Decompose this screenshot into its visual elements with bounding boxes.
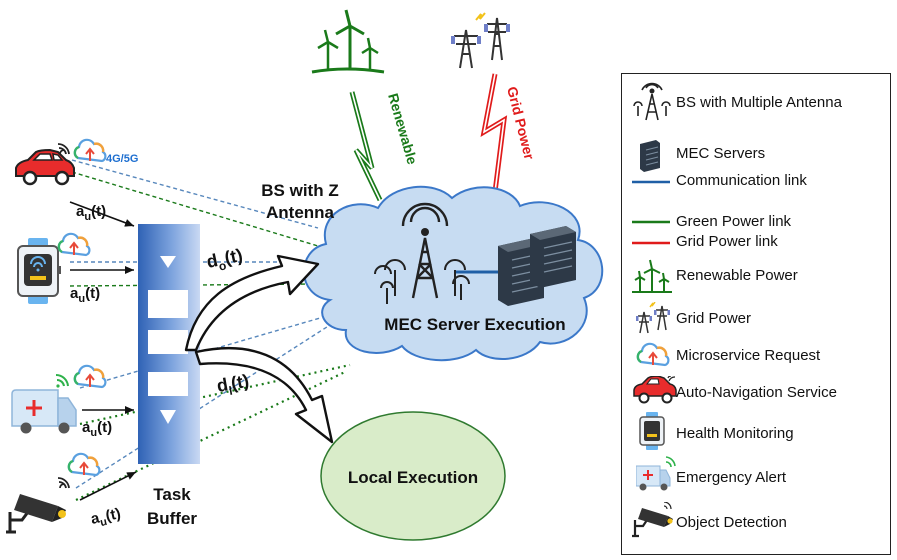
antenna-title-line2: Antenna: [266, 203, 335, 222]
svg-text:dl(t): dl(t): [215, 371, 251, 400]
local-arrow: [194, 346, 334, 444]
cloud-label: MEC Server Execution: [384, 315, 565, 334]
windmill-icon: [632, 259, 672, 293]
legend-label-ambulance: Emergency Alert: [676, 469, 787, 486]
arrival-label-watch: au(t): [70, 285, 100, 305]
svg-text:au(t): au(t): [76, 203, 106, 223]
local-execution-ellipse: [320, 411, 506, 541]
legend-label-green: Green Power link: [676, 213, 792, 230]
grid-power-link: [480, 73, 508, 201]
camera-icon: [6, 494, 66, 534]
ambulance-icon: [636, 456, 676, 491]
offload-arrow: [184, 254, 320, 352]
svg-text:do(t): do(t): [205, 245, 246, 276]
svg-text:au(t): au(t): [89, 505, 123, 531]
watch-icon: [639, 412, 665, 450]
windmill-icon: [311, 9, 385, 74]
arrival-label-camera: au(t): [89, 505, 123, 531]
tower-icon: [451, 12, 510, 69]
local-rate-label: dl(t): [215, 371, 251, 400]
communication-link-icon: [632, 180, 670, 184]
tower-icon: [636, 302, 670, 334]
local-label: Local Execution: [348, 468, 478, 487]
legend-label-car: Auto-Navigation Service: [676, 384, 837, 401]
antenna-icon: [374, 202, 470, 304]
watch-icon: [17, 238, 61, 304]
buffer-label-line1: Task: [153, 485, 191, 504]
grid-power-link-icon: [632, 241, 670, 245]
server-icon: [498, 226, 576, 306]
svg-text:au(t): au(t): [70, 285, 100, 305]
car-icon: [633, 376, 677, 404]
legend-label-microservice: Microservice Request: [676, 347, 821, 364]
offload-rate-label: do(t): [205, 245, 246, 276]
legend-label-grid-link: Grid Power link: [676, 233, 778, 250]
microservice-cloud-ambulance: [73, 364, 107, 389]
renewable-label: Renewable: [385, 91, 421, 166]
legend-label-server: MEC Servers: [676, 145, 766, 162]
legend-label-comm: Communication link: [676, 172, 807, 189]
arrival-arrows: [69, 201, 137, 501]
legend-label-camera: Object Detection: [676, 514, 787, 531]
arrival-label-ambulance: au(t): [82, 419, 112, 439]
grid-power-label: Grid Power: [504, 85, 538, 162]
server-icon: [640, 140, 660, 172]
microservice-cloud-camera: [67, 452, 101, 477]
microservice-cloud-watch: [57, 232, 91, 257]
antenna-title-line1: BS with Z: [261, 181, 338, 200]
cloud-icon: [636, 342, 670, 367]
camera-icon: [632, 502, 673, 538]
legend-label-renewable: Renewable Power: [676, 267, 798, 284]
green-power-link: [349, 91, 383, 202]
legend-label-watch: Health Monitoring: [676, 425, 794, 442]
arrival-label-car: au(t): [76, 203, 106, 223]
microservice-cloud-car: [73, 138, 107, 163]
legend: BS with Multiple Antenna MEC Servers Com…: [621, 73, 891, 555]
legend-label-antenna: BS with Multiple Antenna: [676, 94, 842, 111]
buffer-label-line2: Buffer: [147, 509, 197, 528]
svg-text:au(t): au(t): [82, 419, 112, 439]
network-label: 4G/5G: [106, 153, 138, 165]
ambulance-icon: [11, 389, 77, 434]
car-icon: [15, 148, 75, 186]
green-power-link-icon: [632, 220, 670, 224]
legend-label-grid-power: Grid Power: [676, 310, 752, 327]
antenna-icon: [633, 82, 671, 121]
mec-cloud: [303, 185, 604, 362]
